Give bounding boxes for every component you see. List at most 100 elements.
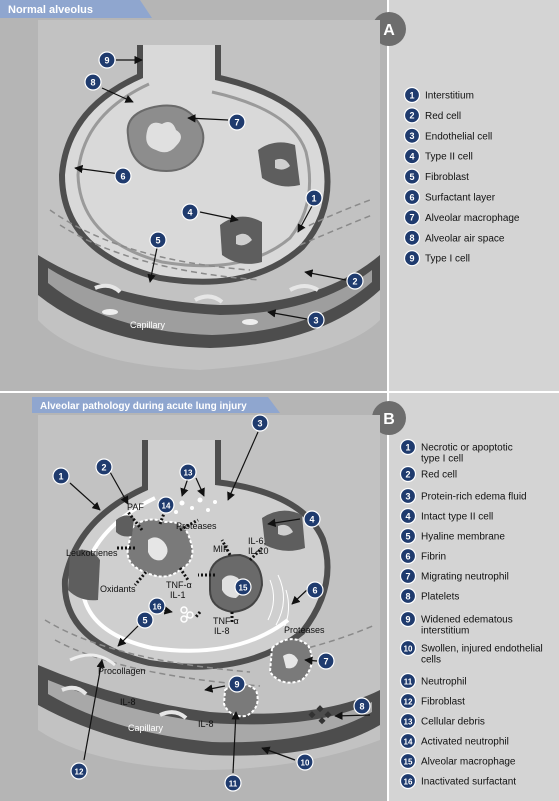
panel-b-letter: B <box>383 411 395 428</box>
svg-text:4: 4 <box>309 514 314 524</box>
svg-text:6: 6 <box>120 171 125 181</box>
svg-text:8: 8 <box>90 77 95 87</box>
panel-b-title-bar <box>32 397 280 413</box>
callout-b-13: 13 <box>179 463 197 481</box>
svg-text:11: 11 <box>404 677 413 686</box>
panel-a-capillary-lumen <box>48 268 372 335</box>
panel-b-legend-background <box>388 392 559 801</box>
panel-a-interstitium <box>49 199 373 281</box>
legend-b-badge-7: 7 <box>399 567 417 585</box>
panel-b-letter-circle <box>372 401 406 435</box>
label-tnf-2: TNF-α <box>213 616 239 626</box>
svg-text:2: 2 <box>405 469 410 479</box>
legend-b-badge-15: 15 <box>399 752 417 770</box>
legend-a-item: 9 Type I cell <box>403 250 470 267</box>
callout-b-14: 14 <box>157 496 175 514</box>
legend-b-label: Protein-rich edema fluid <box>421 492 527 503</box>
svg-text:15: 15 <box>239 583 248 592</box>
legend-a-badge-4: 4 <box>403 148 421 165</box>
legend-b-label: Swollen, injured endothelial <box>421 644 543 655</box>
svg-text:13: 13 <box>404 717 413 726</box>
callout-a-3: 3 <box>307 311 325 329</box>
svg-text:15: 15 <box>404 757 413 766</box>
svg-text:9: 9 <box>405 614 410 624</box>
panel-b-hyaline-membrane <box>79 496 290 653</box>
legend-b-item: 3 Protein-rich edema fluid <box>399 487 527 505</box>
legend-b-item: 11 Neutrophil <box>399 672 467 690</box>
legend-b-badge-9: 9 <box>399 610 417 628</box>
svg-text:2: 2 <box>101 462 106 472</box>
svg-text:8: 8 <box>405 591 410 601</box>
svg-text:10: 10 <box>301 758 310 767</box>
svg-text:6: 6 <box>405 551 410 561</box>
legend-b-label: type I cell <box>421 454 463 465</box>
legend-b-badge-13: 13 <box>399 712 417 730</box>
label-capillary-b: Capillary <box>128 723 164 733</box>
panel-b-capillary-lumen <box>48 680 372 743</box>
callout-b-3: 3 <box>251 414 269 432</box>
legend-b-label: Neutrophil <box>421 677 467 688</box>
panel-a-surfactant-layer <box>76 82 312 268</box>
svg-text:16: 16 <box>404 777 413 786</box>
callout-b-12: 12 <box>70 762 88 780</box>
legend-b-label: Activated neutrophil <box>421 737 509 748</box>
legend-a-label: Surfactant layer <box>425 193 496 204</box>
svg-text:6: 6 <box>312 585 317 595</box>
callout-b-11: 11 <box>224 774 242 792</box>
panel-a-red-cell-1 <box>94 283 122 294</box>
panel-b-red-cell <box>61 685 88 696</box>
svg-text:2: 2 <box>352 276 357 286</box>
svg-text:3: 3 <box>257 418 262 428</box>
svg-text:3: 3 <box>405 491 410 501</box>
panel-a-title: Normal alveolus <box>8 4 93 16</box>
callout-b-1: 1 <box>52 467 70 485</box>
legend-a-badge-1: 1 <box>403 86 421 104</box>
callout-b-5: 5 <box>136 611 154 629</box>
panel-a-red-cell-2 <box>194 294 224 304</box>
legend-a-label: Type I cell <box>425 254 470 265</box>
panel-b-necrotic-type1-cell <box>116 515 134 537</box>
legend-b-badge-1: 1 <box>399 438 417 456</box>
legend-a-badge-5: 5 <box>403 168 421 185</box>
legend-b-badge-5: 5 <box>399 527 417 545</box>
legend-b-badge-2: 2 <box>399 465 417 483</box>
panel-b-fibrin <box>267 574 290 629</box>
legend-a-label: Red cell <box>425 111 461 122</box>
legend-a-badge-9: 9 <box>403 250 421 267</box>
svg-text:7: 7 <box>409 213 414 223</box>
legend-a-badge-3: 3 <box>403 127 421 144</box>
legend-a-badge-6: 6 <box>403 188 421 206</box>
panel-a-endothelial-cell <box>102 309 118 315</box>
svg-text:12: 12 <box>404 697 413 706</box>
svg-text:3: 3 <box>313 315 318 325</box>
panel-b-cellular-debris <box>174 497 217 514</box>
panel-a-letter-circle <box>372 12 406 46</box>
callout-b-4: 4 <box>303 510 321 528</box>
legend-b-item: 12 Fibroblast <box>399 692 465 710</box>
svg-text:5: 5 <box>142 615 147 625</box>
svg-text:7: 7 <box>323 656 328 666</box>
panel-b-cytokine-arrows <box>115 507 264 622</box>
panel-a: Normal alveolus A Capillary <box>0 0 559 392</box>
label-mif: MIF <box>213 544 229 554</box>
label-il8-2: IL-8 <box>120 697 136 707</box>
svg-text:14: 14 <box>162 501 171 510</box>
label-paf: PAF <box>127 502 144 512</box>
legend-b-label: Fibroblast <box>421 697 465 708</box>
svg-text:9: 9 <box>104 55 109 65</box>
panel-b-fibroblast <box>69 653 116 667</box>
